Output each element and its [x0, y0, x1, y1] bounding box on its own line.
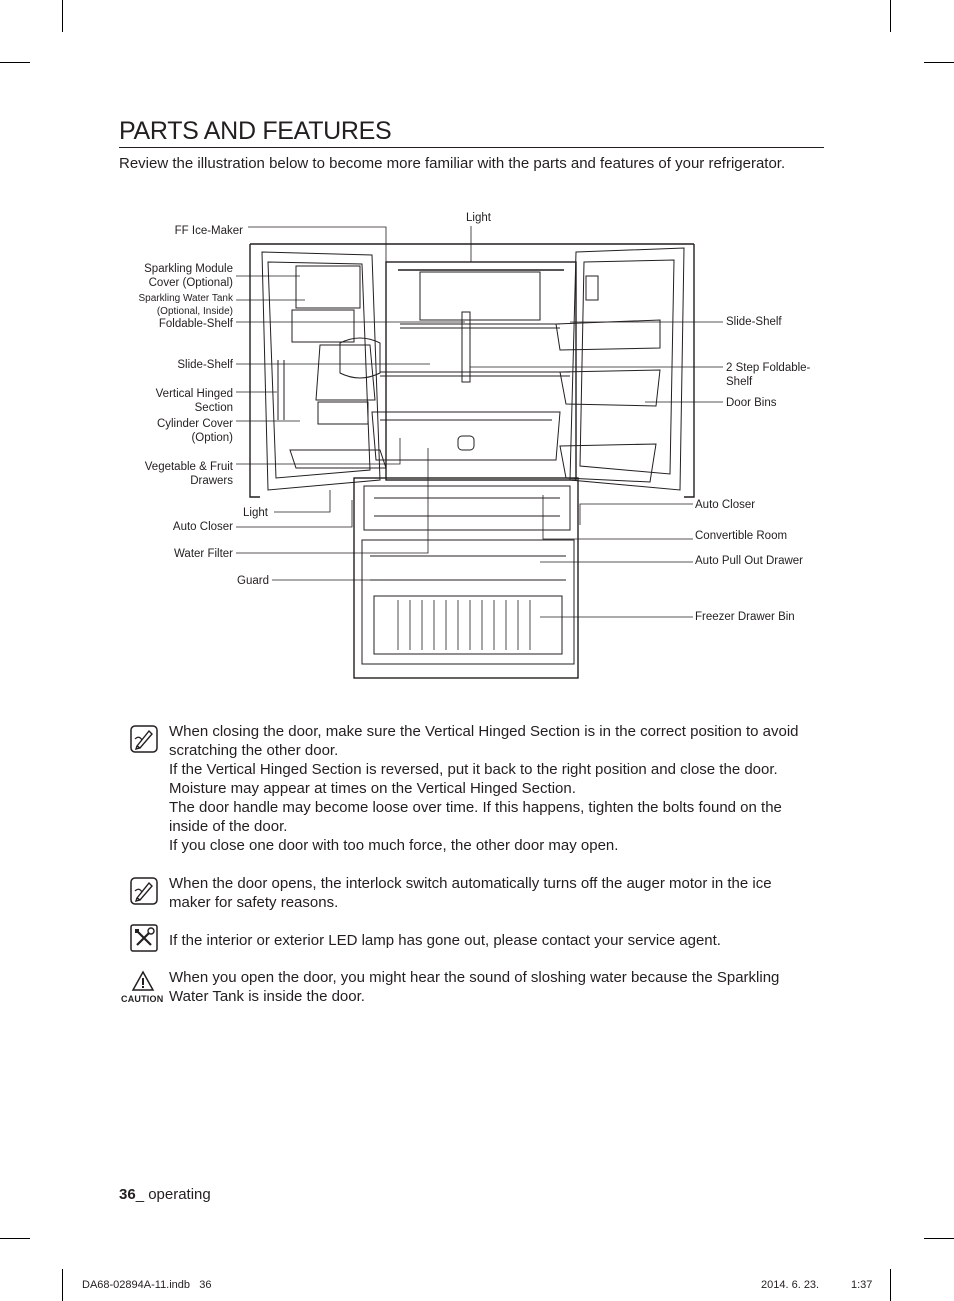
right-door: [555, 247, 685, 491]
page-number-value: 36: [119, 1186, 136, 1203]
page-title: PARTS AND FEATURES: [119, 117, 392, 145]
file-info: DA68-02894A-11.indb 36: [82, 1279, 212, 1291]
label-light-bottom: Light: [243, 507, 268, 519]
label-cylinder-cover: Cylinder Cover (Option): [100, 417, 233, 445]
label-sparkling-tank-line1: Sparkling Water Tank: [138, 293, 234, 304]
fresh-food-interior: [371, 271, 570, 461]
label-vertical-hinged-section: Vertical Hinged Section: [100, 387, 233, 415]
caution-triangle-icon: [131, 970, 155, 991]
note-sparkling-water-caution: When you open the door, you might hear t…: [169, 968, 819, 1006]
callout-leaders: [236, 226, 723, 618]
crop-mark: [890, 1269, 891, 1301]
label-2-step-line2: Shelf: [726, 376, 753, 388]
freezer-bin-ribs: [397, 600, 531, 650]
label-sparkling-module-line2: Cover (Optional): [148, 277, 233, 289]
note-interlock-switch: When the door opens, the interlock switc…: [169, 874, 819, 912]
label-foldable-shelf: Foldable-Shelf: [158, 318, 233, 330]
label-slide-shelf-left: Slide-Shelf: [177, 359, 233, 371]
note-line: When you open the door, you might hear t…: [169, 969, 780, 986]
crop-mark: [890, 0, 891, 32]
crop-mark: [924, 1238, 954, 1239]
note-line: Moisture may appear at times on the Vert…: [169, 780, 576, 797]
label-light-top: Light: [466, 212, 491, 224]
note-pencil-icon: [130, 877, 158, 905]
crop-mark: [924, 62, 954, 63]
service-tools-icon: [130, 924, 158, 952]
fridge-cabinet: [249, 243, 695, 498]
freezer-section: [353, 477, 579, 679]
label-sparkling-tank-line2: (Optional, Inside): [156, 306, 233, 317]
label-vegetable-fruit-drawers: Vegetable & Fruit Drawers: [100, 460, 233, 488]
note-line: When closing the door, make sure the Ver…: [169, 723, 799, 740]
title-divider: [119, 147, 824, 148]
label-slide-shelf-right: Slide-Shelf: [726, 316, 782, 328]
label-water-filter: Water Filter: [174, 548, 233, 560]
label-freezer-drawer-bin: Freezer Drawer Bin: [695, 611, 795, 623]
crop-mark: [0, 1238, 30, 1239]
label-vertical-hinged-line1: Vertical Hinged: [155, 388, 233, 400]
label-door-bins: Door Bins: [726, 397, 777, 409]
section-name: _ operating: [135, 1186, 211, 1203]
refrigerator-illustration: [236, 226, 723, 679]
label-auto-pull-out-drawer: Auto Pull Out Drawer: [695, 555, 804, 567]
label-vertical-hinged-line2: Section: [194, 402, 233, 414]
note-line: Water Tank is inside the door.: [169, 988, 365, 1005]
label-auto-closer-left: Auto Closer: [172, 521, 233, 533]
crop-mark: [62, 0, 63, 32]
label-sparkling-water-tank: Sparkling Water Tank (Optional, Inside): [100, 292, 234, 318]
label-convertible-room: Convertible Room: [695, 530, 788, 542]
left-door: [261, 251, 387, 491]
label-2-step-foldable-shelf: 2 Step Foldable- Shelf: [726, 361, 810, 389]
label-sparkling-module-line1: Sparkling Module: [144, 263, 233, 275]
intro-text: Review the illustration below to become …: [119, 155, 786, 172]
caution-label: CAUTION: [121, 994, 164, 1004]
label-veg-drawers-line2: Drawers: [190, 475, 233, 487]
note-led-lamp: If the interior or exterior LED lamp has…: [169, 931, 819, 950]
label-cylinder-cover-line1: Cylinder Cover: [156, 418, 233, 430]
note-line: If you close one door with too much forc…: [169, 837, 619, 854]
crop-mark: [0, 62, 30, 63]
label-ff-ice-maker: FF Ice-Maker: [174, 225, 243, 237]
label-sparkling-module: Sparkling Module Cover (Optional): [100, 262, 233, 290]
print-date: 2014. 6. 23.: [761, 1279, 820, 1291]
note-line: scratching the other door.: [169, 742, 339, 759]
label-auto-closer-right: Auto Closer: [695, 499, 756, 511]
label-guard: Guard: [237, 575, 269, 587]
label-2-step-line1: 2 Step Foldable-: [726, 362, 811, 374]
label-cylinder-cover-line2: (Option): [191, 432, 233, 444]
print-time: 1:37: [851, 1279, 873, 1291]
note-line: The door handle may become loose over ti…: [169, 799, 782, 816]
note-line: inside of the door.: [169, 818, 288, 835]
page-number: 36_ operating: [119, 1186, 211, 1203]
note-line: If the interior or exterior LED lamp has…: [169, 932, 721, 949]
crop-mark: [62, 1269, 63, 1301]
note-line: When the door opens, the interlock switc…: [169, 875, 772, 892]
label-veg-drawers-line1: Vegetable & Fruit: [144, 461, 233, 473]
note-door-closing: When closing the door, make sure the Ver…: [169, 722, 819, 855]
note-pencil-icon: [130, 725, 158, 753]
note-line: If the Vertical Hinged Section is revers…: [169, 761, 778, 778]
note-line: maker for safety reasons.: [169, 894, 339, 911]
